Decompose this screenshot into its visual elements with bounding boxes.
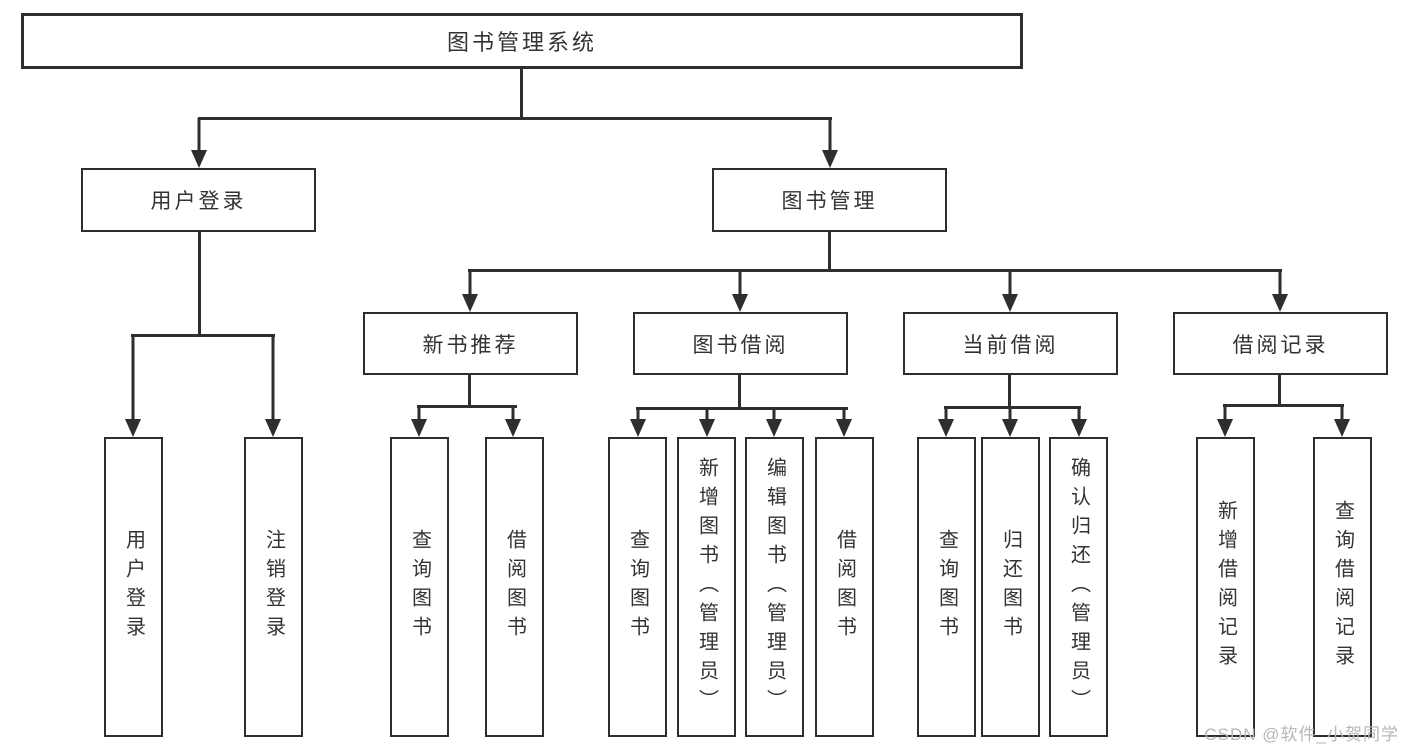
node-user-login-branch-label: 用户登录 [150, 190, 247, 213]
node-new-book-recommend-label: 新书推荐 [422, 333, 519, 357]
node-root-library-system: 图书管理系统 [21, 13, 1023, 69]
leaf-return-book: 归还图书 [981, 437, 1040, 737]
node-book-manage-branch-label: 图书管理 [781, 190, 878, 213]
node-new-book-recommend: 新书推荐 [363, 312, 578, 375]
leaf-user-login-label: 用户登录 [122, 529, 145, 645]
leaf-confirm-return-admin: 确认归还（管理员） [1049, 437, 1108, 737]
node-book-borrow: 图书借阅 [633, 312, 848, 375]
leaf-borrow-book-2-label: 借阅图书 [833, 529, 856, 645]
connector-user-login-stem [198, 232, 201, 335]
node-current-borrow: 当前借阅 [903, 312, 1118, 375]
leaf-query-book-1-label: 查询图书 [408, 529, 431, 645]
leaf-logout-label: 注销登录 [262, 529, 285, 645]
node-book-manage-branch: 图书管理 [712, 168, 947, 232]
arrow-to-book-borrow [732, 270, 748, 312]
connector-book-manage-stem [828, 232, 831, 270]
arrow-to-book-manage [822, 118, 838, 168]
arrow-to-new-book-recommend [462, 270, 478, 312]
arrow-to-leaf-edit-book [766, 408, 782, 437]
leaf-borrow-book-1: 借阅图书 [485, 437, 544, 737]
arrow-to-leaf-add-record [1217, 405, 1233, 437]
leaf-add-book-admin-label: 新增图书（管理员） [695, 456, 718, 718]
arrow-to-leaf-return-book [1002, 407, 1018, 437]
connector-borrow-record-stem [1278, 375, 1281, 405]
leaf-confirm-return-admin-label: 确认归还（管理员） [1067, 456, 1090, 718]
arrow-to-borrow-record [1272, 270, 1288, 312]
watermark: CSDN @软件_小贺同学 [1204, 725, 1399, 744]
connector-level3-rail [468, 269, 1282, 272]
connector-user-login-rail [131, 334, 275, 337]
arrow-to-leaf-logout [265, 335, 281, 437]
node-user-login-branch: 用户登录 [81, 168, 316, 232]
leaf-borrow-book-2: 借阅图书 [815, 437, 874, 737]
arrow-to-leaf-borrow-book-1 [505, 406, 521, 437]
leaf-return-book-label: 归还图书 [999, 529, 1022, 645]
node-borrow-record-label: 借阅记录 [1232, 333, 1329, 357]
node-book-borrow-label: 图书借阅 [692, 333, 789, 357]
leaf-query-book-2: 查询图书 [608, 437, 667, 737]
arrow-to-leaf-query-book-1 [411, 406, 427, 437]
leaf-query-borrow-record: 查询借阅记录 [1313, 437, 1372, 737]
arrow-to-leaf-query-record [1334, 405, 1350, 437]
node-borrow-record: 借阅记录 [1173, 312, 1388, 375]
arrow-to-leaf-query-book-3 [938, 407, 954, 437]
arrow-to-leaf-query-book-2 [630, 408, 646, 437]
leaf-query-borrow-record-label: 查询借阅记录 [1331, 500, 1354, 674]
arrow-to-leaf-add-book [699, 408, 715, 437]
leaf-query-book-1: 查询图书 [390, 437, 449, 737]
arrow-to-leaf-user-login [125, 335, 141, 437]
leaf-borrow-book-1-label: 借阅图书 [503, 529, 526, 645]
connector-book-borrow-stem [738, 375, 741, 408]
connector-new-book-rail [417, 405, 517, 408]
connector-current-borrow-stem [1008, 375, 1011, 407]
leaf-query-book-3-label: 查询图书 [935, 529, 958, 645]
leaf-logout: 注销登录 [244, 437, 303, 737]
arrow-to-leaf-confirm-return [1071, 407, 1087, 437]
connector-new-book-stem [468, 375, 471, 406]
arrow-to-user-login [191, 118, 207, 168]
node-root-label: 图书管理系统 [446, 30, 597, 55]
connector-level2-rail [198, 117, 832, 120]
leaf-add-borrow-record: 新增借阅记录 [1196, 437, 1255, 737]
arrow-to-current-borrow [1002, 270, 1018, 312]
leaf-add-borrow-record-label: 新增借阅记录 [1214, 500, 1237, 674]
connector-root-stem [520, 69, 523, 118]
leaf-query-book-2-label: 查询图书 [626, 529, 649, 645]
leaf-add-book-admin: 新增图书（管理员） [677, 437, 736, 737]
leaf-edit-book-admin: 编辑图书（管理员） [745, 437, 804, 737]
connector-book-borrow-rail [636, 407, 848, 410]
connector-borrow-record-rail [1223, 404, 1344, 407]
leaf-edit-book-admin-label: 编辑图书（管理员） [763, 456, 786, 718]
leaf-user-login: 用户登录 [104, 437, 163, 737]
arrow-to-leaf-borrow-book-2 [836, 408, 852, 437]
node-current-borrow-label: 当前借阅 [962, 333, 1059, 357]
leaf-query-book-3: 查询图书 [917, 437, 976, 737]
